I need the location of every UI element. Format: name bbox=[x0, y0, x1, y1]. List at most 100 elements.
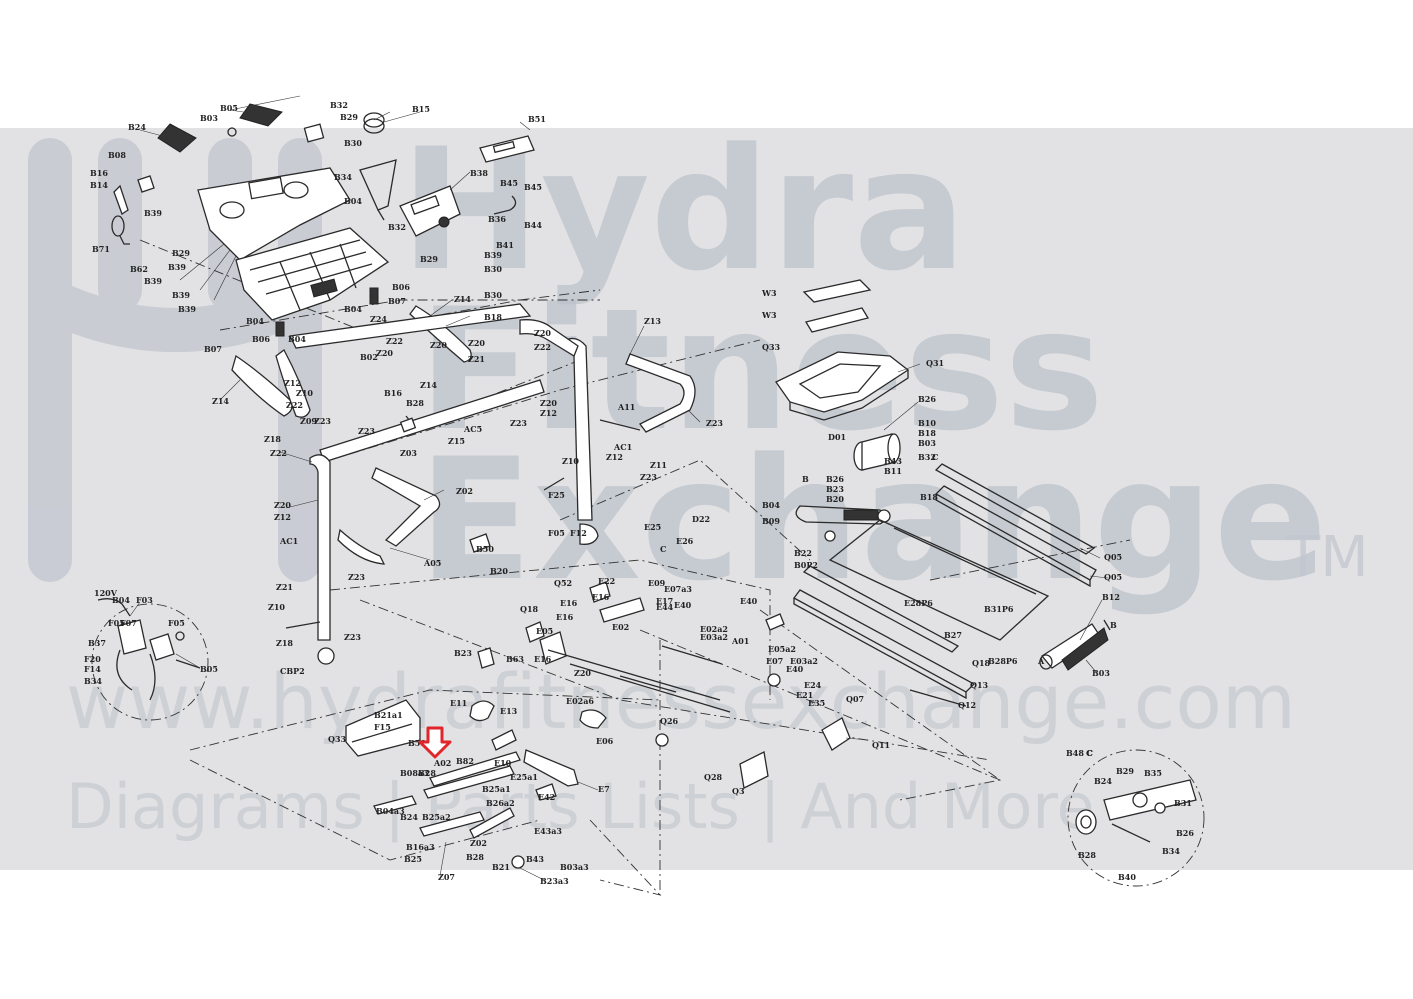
svg-text:Q31: Q31 bbox=[926, 358, 944, 368]
deck-assembly bbox=[793, 463, 1111, 707]
svg-text:B39: B39 bbox=[484, 250, 502, 260]
svg-text:B24: B24 bbox=[400, 812, 418, 822]
svg-text:B11: B11 bbox=[884, 466, 902, 476]
svg-text:B28: B28 bbox=[406, 398, 424, 408]
svg-text:Z02: Z02 bbox=[470, 838, 487, 848]
svg-text:Z20: Z20 bbox=[534, 328, 551, 338]
svg-text:Z12: Z12 bbox=[540, 408, 557, 418]
svg-text:F07: F07 bbox=[120, 618, 137, 628]
svg-text:B26: B26 bbox=[1176, 828, 1194, 838]
svg-text:Z14: Z14 bbox=[454, 294, 471, 304]
svg-text:B34: B34 bbox=[84, 676, 102, 686]
svg-text:E28P6: E28P6 bbox=[904, 598, 933, 608]
svg-text:Q11: Q11 bbox=[872, 740, 890, 750]
c-marker-2: C bbox=[932, 452, 938, 462]
svg-text:Z23: Z23 bbox=[706, 418, 723, 428]
b-marker-1: B bbox=[802, 474, 809, 484]
svg-text:B30: B30 bbox=[344, 138, 362, 148]
svg-text:B05: B05 bbox=[200, 664, 218, 674]
svg-text:A11: A11 bbox=[617, 402, 635, 412]
svg-text:E07: E07 bbox=[766, 656, 783, 666]
svg-text:Z21: Z21 bbox=[468, 354, 485, 364]
svg-text:Z10: Z10 bbox=[268, 602, 285, 612]
svg-text:B18: B18 bbox=[484, 312, 502, 322]
svg-text:B27: B27 bbox=[944, 630, 962, 640]
svg-text:Z20: Z20 bbox=[430, 340, 447, 350]
svg-text:B03a3: B03a3 bbox=[560, 862, 589, 872]
svg-text:E16: E16 bbox=[556, 612, 574, 622]
svg-text:B04: B04 bbox=[344, 304, 362, 314]
svg-text:E7: E7 bbox=[598, 784, 610, 794]
svg-text:Z18: Z18 bbox=[276, 638, 293, 648]
svg-text:E02a2: E02a2 bbox=[700, 624, 728, 634]
svg-text:B29: B29 bbox=[340, 112, 358, 122]
svg-text:F20: F20 bbox=[84, 654, 101, 664]
svg-text:B39: B39 bbox=[144, 208, 162, 218]
svg-text:B34: B34 bbox=[334, 172, 352, 182]
svg-text:Z22: Z22 bbox=[286, 400, 303, 410]
svg-text:B28: B28 bbox=[1078, 850, 1096, 860]
svg-text:E40: E40 bbox=[674, 600, 692, 610]
svg-text:B04: B04 bbox=[762, 500, 780, 510]
svg-text:B63: B63 bbox=[506, 654, 524, 664]
svg-text:Q52: Q52 bbox=[554, 578, 572, 588]
svg-text:W3: W3 bbox=[761, 310, 777, 320]
svg-text:Z24: Z24 bbox=[370, 314, 387, 324]
voltage-label: 120V bbox=[94, 588, 118, 598]
svg-text:Z20: Z20 bbox=[468, 338, 485, 348]
svg-text:E40: E40 bbox=[740, 596, 758, 606]
svg-text:B39: B39 bbox=[168, 262, 186, 272]
svg-text:E21: E21 bbox=[796, 690, 813, 700]
svg-text:B28P6: B28P6 bbox=[988, 656, 1018, 666]
svg-text:B12: B12 bbox=[1102, 592, 1120, 602]
svg-text:E42: E42 bbox=[538, 792, 555, 802]
svg-text:Q3: Q3 bbox=[732, 786, 745, 796]
svg-text:AC5: AC5 bbox=[463, 424, 482, 434]
svg-text:B38: B38 bbox=[470, 168, 488, 178]
svg-text:B09: B09 bbox=[762, 516, 780, 526]
svg-text:Z10: Z10 bbox=[562, 456, 579, 466]
svg-text:F03: F03 bbox=[136, 595, 153, 605]
svg-text:Q12: Q12 bbox=[958, 700, 976, 710]
svg-text:B32: B32 bbox=[388, 222, 406, 232]
svg-text:D22: D22 bbox=[692, 514, 710, 524]
leader-lines bbox=[129, 95, 1109, 881]
svg-text:E26: E26 bbox=[676, 536, 694, 546]
svg-text:Z23: Z23 bbox=[348, 572, 365, 582]
svg-text:E25a1: E25a1 bbox=[510, 772, 538, 782]
svg-text:W3: W3 bbox=[761, 288, 777, 298]
svg-text:B44: B44 bbox=[524, 220, 542, 230]
svg-text:Q26: Q26 bbox=[660, 716, 679, 726]
svg-text:Z23: Z23 bbox=[314, 416, 331, 426]
svg-text:B06: B06 bbox=[392, 282, 410, 292]
svg-text:B02: B02 bbox=[360, 352, 378, 362]
svg-text:Z20: Z20 bbox=[540, 398, 557, 408]
svg-text:Z11: Z11 bbox=[650, 460, 667, 470]
svg-text:Z14: Z14 bbox=[420, 380, 437, 390]
svg-text:Z21: Z21 bbox=[276, 582, 293, 592]
svg-text:B16: B16 bbox=[90, 168, 108, 178]
svg-text:Z23: Z23 bbox=[344, 632, 361, 642]
svg-text:E02a6: E02a6 bbox=[566, 696, 594, 706]
b-marker-2: B bbox=[1110, 620, 1117, 630]
svg-text:Z10: Z10 bbox=[296, 388, 313, 398]
svg-text:Z23: Z23 bbox=[510, 418, 527, 428]
svg-text:B43: B43 bbox=[884, 456, 902, 466]
svg-text:B14: B14 bbox=[90, 180, 108, 190]
svg-text:B82: B82 bbox=[456, 756, 474, 766]
svg-text:Z12: Z12 bbox=[606, 452, 623, 462]
svg-text:B28: B28 bbox=[466, 852, 484, 862]
svg-text:B39: B39 bbox=[178, 304, 196, 314]
svg-text:E17: E17 bbox=[656, 596, 673, 606]
svg-text:B39: B39 bbox=[172, 290, 190, 300]
svg-text:Q28: Q28 bbox=[704, 772, 723, 782]
svg-text:F14: F14 bbox=[84, 664, 101, 674]
svg-text:Z02: Z02 bbox=[456, 486, 473, 496]
svg-text:Z22: Z22 bbox=[270, 448, 287, 458]
svg-text:B32: B32 bbox=[918, 452, 936, 462]
svg-text:Q33: Q33 bbox=[328, 734, 347, 744]
svg-text:E40: E40 bbox=[786, 664, 804, 674]
base-frame bbox=[345, 533, 851, 869]
